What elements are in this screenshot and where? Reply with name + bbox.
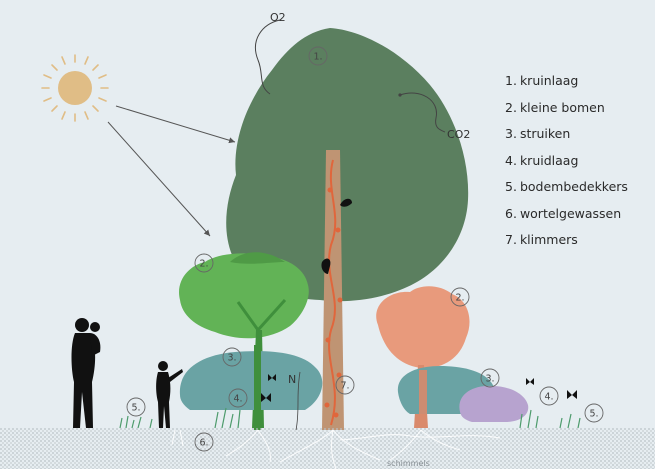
ground-cover xyxy=(119,407,581,429)
legend-number: 2. xyxy=(505,99,517,115)
layer-markers: 1. 2. 2. 3. 3. 4. 4. 5. 5. 6. 7. xyxy=(126,46,604,452)
person-silhouettes xyxy=(71,318,183,428)
canopy-tree xyxy=(226,28,469,430)
layer-marker: 3. xyxy=(222,347,242,367)
co2-flow-line xyxy=(399,92,446,133)
layer-marker: 3. xyxy=(480,368,500,388)
legend-label: kleine bomen xyxy=(519,99,605,115)
legend-item: 7.klimmers xyxy=(505,227,628,254)
climber-vine xyxy=(328,159,337,426)
legend-number: 1. xyxy=(505,73,517,88)
legend-item: 3.struiken xyxy=(505,121,628,148)
legend-number: 4. xyxy=(505,152,517,168)
layer-marker-number: 2. xyxy=(199,259,208,270)
layer-marker: 6. xyxy=(194,432,214,452)
sunlight-arrow xyxy=(107,121,211,237)
layer-marker-number: 5. xyxy=(131,403,140,414)
legend-number: 3. xyxy=(505,126,517,141)
purple-shrub xyxy=(459,385,529,422)
legend-label: kruidlaag xyxy=(519,152,579,168)
layer-marker-number: 3. xyxy=(227,353,236,364)
layer-marker-number: 4. xyxy=(233,394,242,405)
o2-label: O2 xyxy=(270,11,286,24)
layer-marker: 4. xyxy=(228,388,248,408)
layer-marker: 4. xyxy=(539,386,559,406)
legend-label: wortelgewassen xyxy=(519,205,622,221)
legend-item: 2.kleine bomen xyxy=(505,95,628,122)
layer-marker-number: 4. xyxy=(544,392,553,403)
layer-marker: 2. xyxy=(194,253,214,273)
soil-fungi-label: schimmels xyxy=(387,459,430,468)
sunlight-arrow xyxy=(115,105,236,144)
roots xyxy=(171,429,501,469)
layer-marker-number: 6. xyxy=(199,438,208,449)
sun-icon xyxy=(41,54,109,122)
layer-marker-number: 1. xyxy=(313,52,322,63)
layer-marker: 2. xyxy=(450,287,470,307)
layer-marker: 5. xyxy=(584,403,604,423)
legend-label: kruinlaag xyxy=(519,73,579,88)
legend-label: klimmers xyxy=(519,232,578,247)
layer-marker-number: 5. xyxy=(589,409,598,420)
butterfly-icon xyxy=(261,374,577,402)
nitrogen-label: N xyxy=(288,373,296,386)
legend-number: 6. xyxy=(505,205,517,221)
layer-marker: 7. xyxy=(335,375,355,395)
legend-label: struiken xyxy=(519,126,571,141)
legend-number: 7. xyxy=(505,232,517,247)
bird-icon xyxy=(340,198,352,207)
legend: 1.kruinlaag 2.kleine bomen 3.struiken 4.… xyxy=(505,68,628,254)
layer-marker-number: 3. xyxy=(485,374,494,385)
legend-item: 4.kruidlaag xyxy=(505,148,628,175)
o2-flow-line xyxy=(255,19,281,95)
woodpecker-icon xyxy=(321,258,331,274)
layer-marker-number: 7. xyxy=(340,381,349,392)
shrub-left xyxy=(179,351,323,410)
legend-item: 6.wortelgewassen xyxy=(505,201,628,228)
layer-marker: 1. xyxy=(308,46,328,66)
layer-marker: 5. xyxy=(126,397,146,417)
legend-item: 5.bodembedekkers xyxy=(505,174,628,201)
legend-item: 1.kruinlaag xyxy=(505,68,628,95)
layer-marker-number: 2. xyxy=(455,293,464,304)
legend-label: bodembedekkers xyxy=(519,179,628,194)
legend-number: 5. xyxy=(505,179,517,194)
co2-label: CO2 xyxy=(447,128,470,141)
